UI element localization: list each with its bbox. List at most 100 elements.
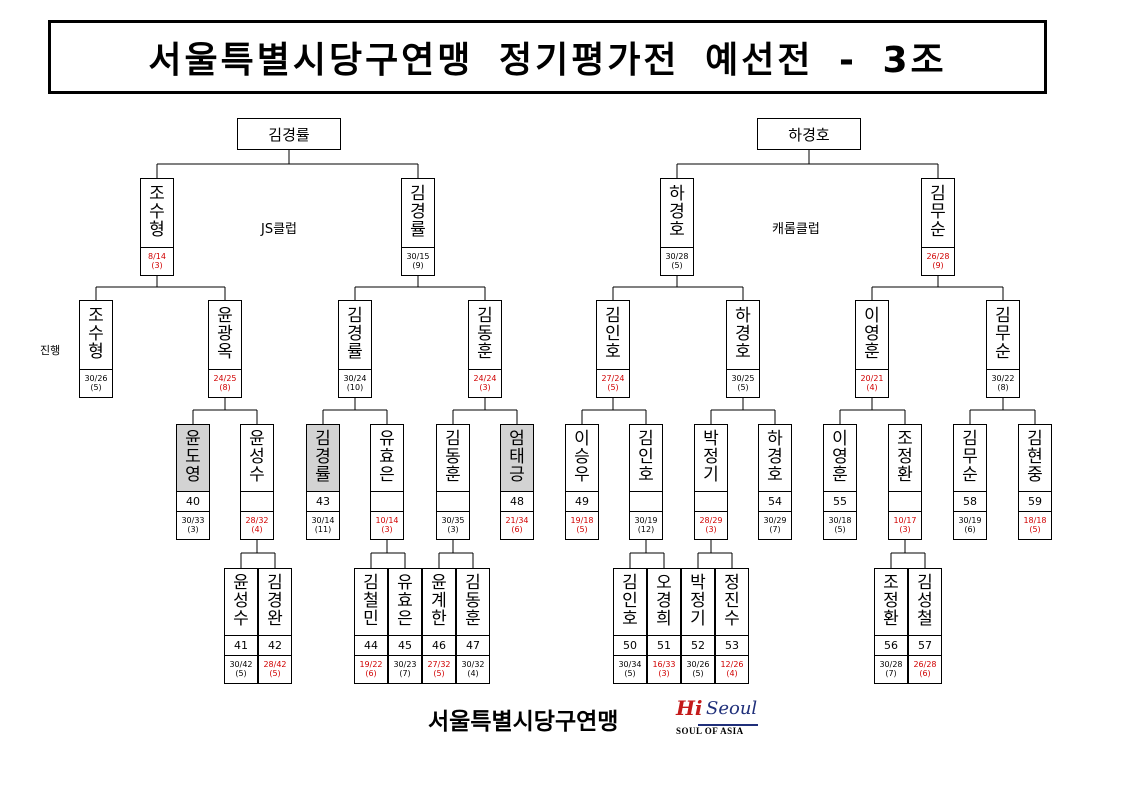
match-score: 28/32(4)	[241, 511, 273, 539]
score-points: 19/18	[570, 516, 594, 526]
match-score: 24/25(8)	[209, 369, 241, 397]
score-points: 27/32	[427, 660, 451, 670]
match-number: 48	[501, 491, 533, 511]
match-score: 30/23(7)	[389, 655, 421, 683]
score-innings: (5)	[692, 668, 704, 678]
score-points: 30/19	[634, 516, 658, 526]
right-group-winner: 하경호	[757, 118, 861, 150]
score-points: 30/28	[879, 660, 903, 670]
title-banner: 서울특별시당구연맹 정기평가전 예선전 - 3조	[48, 20, 1047, 94]
score-innings: (3)	[658, 668, 670, 678]
score-points: 8/14	[148, 252, 166, 262]
hi-seoul-logo: Hi Seoul SOUL OF ASIA	[672, 694, 764, 742]
score-points: 30/25	[731, 374, 755, 384]
score-innings: (6)	[964, 524, 976, 534]
score-innings: (11)	[314, 524, 332, 534]
score-innings: (7)	[885, 668, 897, 678]
score-innings: (9)	[412, 260, 424, 270]
score-innings: (5)	[576, 524, 588, 534]
match-score: 27/24(5)	[597, 369, 629, 397]
match-score: 30/18(5)	[824, 511, 856, 539]
match-score: 30/33(3)	[177, 511, 209, 539]
match-score: 30/32(4)	[457, 655, 489, 683]
match-number: 41	[225, 635, 257, 655]
match-number: 52	[682, 635, 714, 655]
score-points: 24/25	[213, 374, 237, 384]
match-number: 50	[614, 635, 646, 655]
match-number: 46	[423, 635, 455, 655]
page-title: 서울특별시당구연맹 정기평가전 예선전 - 3조	[148, 40, 947, 81]
score-points: 16/33	[652, 660, 676, 670]
match-score: 30/24(10)	[339, 369, 371, 397]
match-score: 10/14(3)	[371, 511, 403, 539]
score-points: 28/29	[699, 516, 723, 526]
match-score: 10/17(3)	[889, 511, 921, 539]
match-number: 49	[566, 491, 598, 511]
match-score: 30/42(5)	[225, 655, 257, 683]
score-points: 30/28	[665, 252, 689, 262]
match-score: 30/19(6)	[954, 511, 986, 539]
match-number	[241, 491, 273, 511]
score-innings: (4)	[467, 668, 479, 678]
score-innings: (3)	[447, 524, 459, 534]
score-innings: (3)	[381, 524, 393, 534]
score-innings: (3)	[899, 524, 911, 534]
score-innings: (5)	[433, 668, 445, 678]
score-points: 30/19	[958, 516, 982, 526]
match-number: 40	[177, 491, 209, 511]
score-innings: (6)	[919, 668, 931, 678]
match-score: 30/19(12)	[630, 511, 662, 539]
score-innings: (4)	[726, 668, 738, 678]
match-number: 59	[1019, 491, 1051, 511]
match-number: 53	[716, 635, 748, 655]
match-score: 12/26(4)	[716, 655, 748, 683]
score-innings: (6)	[365, 668, 377, 678]
score-innings: (5)	[1029, 524, 1041, 534]
score-points: 10/17	[893, 516, 917, 526]
logo-seoul-mark: Seoul	[706, 698, 758, 719]
match-score: 21/34(6)	[501, 511, 533, 539]
right-club-label: 캐롬클럽	[772, 222, 820, 237]
match-score: 30/14(11)	[307, 511, 339, 539]
logo-hi-mark: Hi	[676, 696, 703, 720]
match-number	[371, 491, 403, 511]
match-number	[437, 491, 469, 511]
score-points: 30/33	[181, 516, 205, 526]
score-points: 30/29	[763, 516, 787, 526]
match-score: 26/28(9)	[922, 247, 954, 275]
